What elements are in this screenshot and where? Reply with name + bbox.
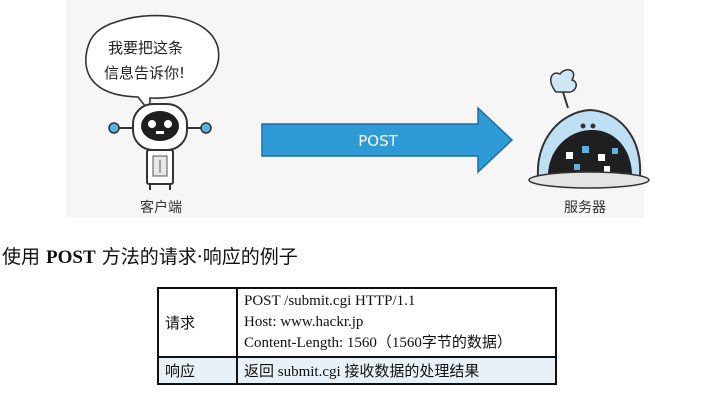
- response-row: 响应 返回 submit.cgi 接收数据的处理结果: [157, 356, 557, 385]
- server-label: 服务器: [564, 200, 606, 216]
- response-label: 响应: [157, 356, 238, 385]
- request-response-table: 请求 POST /submit.cgi HTTP/1.1 Host: www.h…: [157, 287, 557, 385]
- caption-method: POST: [46, 247, 96, 268]
- request-line: Host: www.hackr.jp: [244, 314, 364, 330]
- request-label: 请求: [157, 287, 238, 358]
- caption-prefix: 使用: [2, 246, 47, 268]
- response-content: 返回 submit.cgi 接收数据的处理结果: [236, 356, 557, 385]
- speech-line-1: 我要把这条: [108, 39, 183, 57]
- speech-bubble: 我要把这条 信息告诉你!: [85, 14, 220, 115]
- figure-caption: 使用 POST 方法的请求·响应的例子: [2, 242, 298, 269]
- request-content: POST /submit.cgi HTTP/1.1 Host: www.hack…: [236, 287, 557, 358]
- post-arrow-icon: POST: [261, 106, 514, 174]
- client-robot-icon: [108, 103, 212, 190]
- request-line: Content-Length: 1560（1560字节的数据）: [244, 335, 512, 351]
- request-line: POST /submit.cgi HTTP/1.1: [244, 293, 416, 309]
- speech-line-2: 信息告诉你!: [104, 64, 185, 82]
- client-label: 客户端: [140, 200, 182, 216]
- post-flow-illustration: 我要把这条 信息告诉你! POST: [85, 14, 650, 190]
- request-row: 请求 POST /submit.cgi HTTP/1.1 Host: www.h…: [157, 287, 557, 358]
- caption-suffix: 方法的请求·响应的例子: [95, 246, 298, 268]
- arrow-label: POST: [358, 132, 398, 150]
- server-robot-icon: [528, 69, 650, 189]
